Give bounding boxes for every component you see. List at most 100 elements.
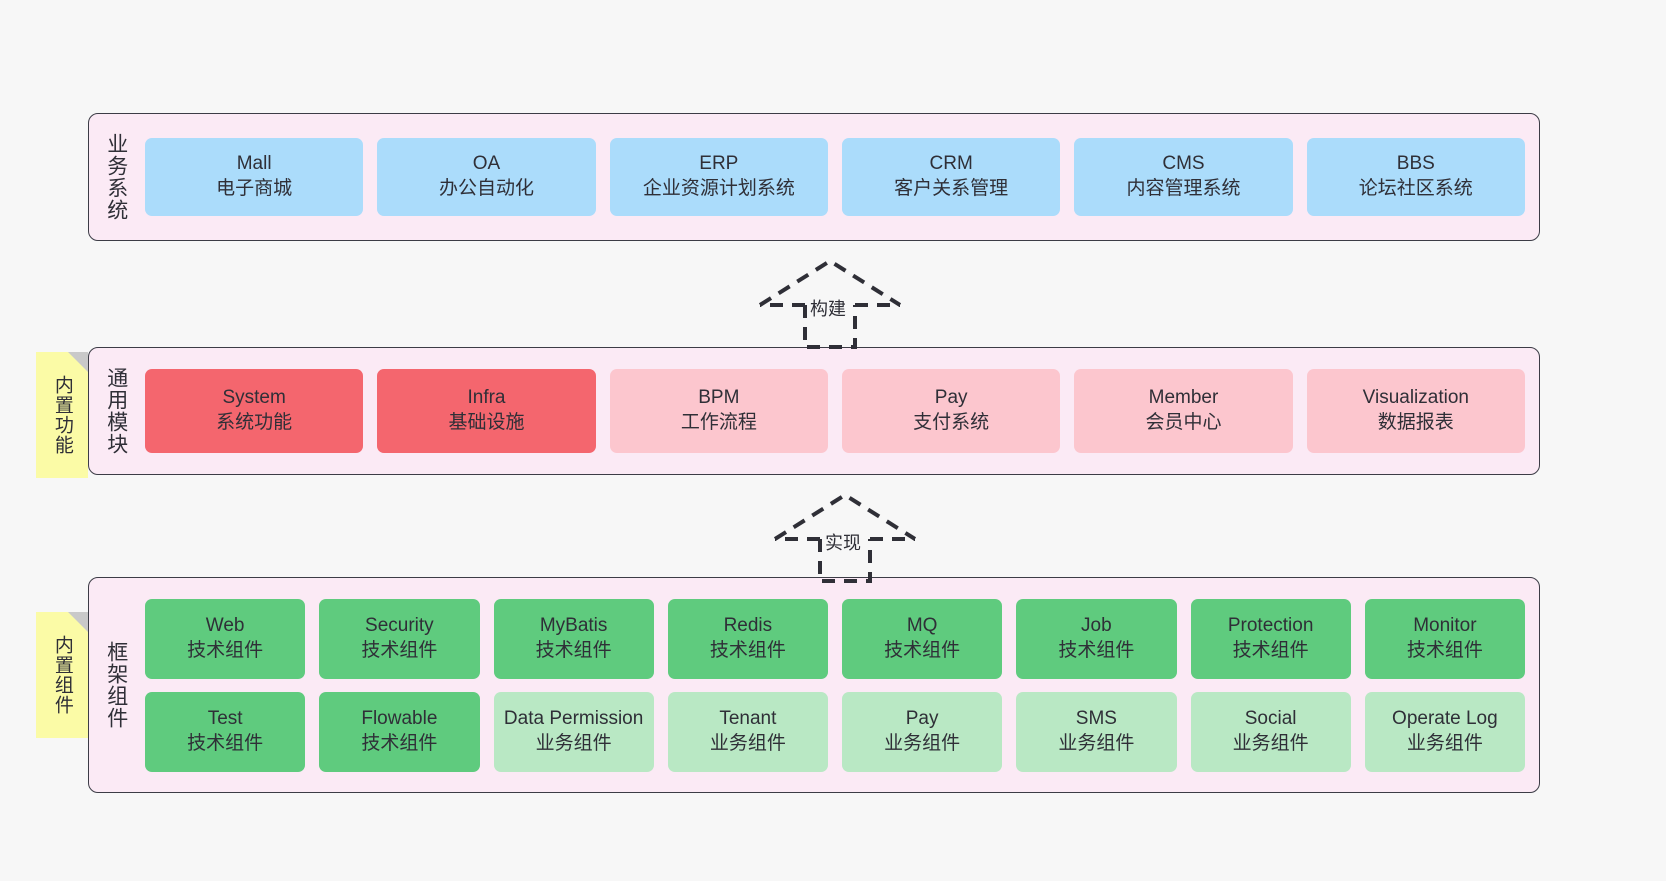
note-builtin-features-label: 内置功能 — [51, 375, 73, 455]
box-job[interactable]: Job 技术组件 — [1016, 598, 1177, 679]
box-test-sub: 技术组件 — [187, 732, 264, 754]
box-pay-component[interactable]: Pay 业务组件 — [842, 691, 1003, 772]
connector-build-label: 构建 — [810, 299, 846, 319]
note-fold-icon — [68, 352, 88, 372]
box-member[interactable]: Member 会员中心 — [1074, 369, 1293, 453]
box-monitor-name: Monitor — [1413, 614, 1477, 636]
box-job-name: Job — [1081, 614, 1112, 636]
box-mybatis-sub: 技术组件 — [535, 639, 612, 661]
box-monitor[interactable]: Monitor 技术组件 — [1364, 598, 1525, 679]
box-bbs-name: BBS — [1396, 153, 1435, 175]
connector-implement: 实现 — [765, 489, 925, 584]
box-protection[interactable]: Protection 技术组件 — [1190, 598, 1351, 679]
box-operate-log-name: Operate Log — [1392, 707, 1498, 729]
layer-framework-components: 框架组件 Web 技术组件 Security 技术组件 MyBatis 技术组件… — [88, 577, 1540, 793]
box-bbs-sub: 论坛社区系统 — [1358, 178, 1473, 199]
layer-business-systems: 业务系统 Mall 电子商城 OA 办公自动化 ERP 企业资源计划系统 CRM — [88, 113, 1540, 241]
box-system[interactable]: System 系统功能 — [145, 369, 364, 453]
box-infra[interactable]: Infra 基础设施 — [377, 369, 596, 453]
box-erp-sub: 企业资源计划系统 — [642, 178, 795, 199]
box-bpm-name: BPM — [698, 387, 740, 409]
box-data-permission[interactable]: Data Permission 业务组件 — [493, 691, 654, 772]
box-member-name: Member — [1148, 387, 1219, 409]
box-tenant-name: Tenant — [719, 707, 777, 729]
box-protection-name: Protection — [1227, 614, 1314, 636]
box-web-name: Web — [205, 614, 245, 636]
box-bpm[interactable]: BPM 工作流程 — [609, 369, 828, 453]
box-crm[interactable]: CRM 客户关系管理 — [841, 138, 1061, 216]
box-test[interactable]: Test 技术组件 — [145, 691, 306, 772]
box-operate-log[interactable]: Operate Log 业务组件 — [1364, 691, 1525, 772]
box-flowable-name: Flowable — [361, 707, 438, 729]
box-security-name: Security — [365, 614, 434, 636]
box-mall-sub: 电子商城 — [216, 178, 293, 199]
box-oa-name: OA — [472, 153, 501, 175]
box-mq[interactable]: MQ 技术组件 — [842, 598, 1003, 679]
layer-framework-components-title: 框架组件 — [104, 641, 128, 729]
framework-business-row: Test 技术组件 Flowable 技术组件 Data Permission … — [145, 691, 1525, 772]
box-mybatis-name: MyBatis — [539, 614, 608, 636]
box-sms[interactable]: SMS 业务组件 — [1016, 691, 1177, 772]
connector-implement-shape — [773, 492, 917, 583]
box-mall[interactable]: Mall 电子商城 — [145, 138, 364, 216]
box-job-sub: 技术组件 — [1058, 639, 1135, 661]
box-operate-log-sub: 业务组件 — [1406, 732, 1483, 754]
box-social[interactable]: Social 业务组件 — [1190, 691, 1351, 772]
box-system-name: System — [222, 387, 286, 409]
box-security[interactable]: Security 技术组件 — [319, 598, 480, 679]
box-flowable-sub: 技术组件 — [361, 732, 438, 754]
box-sms-name: SMS — [1075, 707, 1117, 729]
framework-tech-row: Web 技术组件 Security 技术组件 MyBatis 技术组件 Redi… — [145, 598, 1525, 679]
box-tenant[interactable]: Tenant 业务组件 — [667, 691, 828, 772]
box-monitor-sub: 技术组件 — [1406, 639, 1483, 661]
box-social-sub: 业务组件 — [1232, 732, 1309, 754]
box-pay-component-name: Pay — [905, 707, 939, 729]
box-web[interactable]: Web 技术组件 — [145, 598, 306, 679]
box-test-name: Test — [207, 707, 243, 729]
box-cms-name: CMS — [1162, 153, 1205, 175]
box-protection-sub: 技术组件 — [1232, 639, 1309, 661]
box-flowable[interactable]: Flowable 技术组件 — [319, 691, 480, 772]
box-cms[interactable]: CMS 内容管理系统 — [1074, 138, 1293, 216]
box-crm-name: CRM — [929, 153, 973, 175]
box-mq-name: MQ — [906, 614, 938, 636]
box-mybatis[interactable]: MyBatis 技术组件 — [493, 598, 654, 679]
box-crm-sub: 客户关系管理 — [894, 178, 1009, 199]
box-infra-name: Infra — [467, 387, 506, 409]
note-fold-icon — [68, 612, 88, 632]
box-pay-component-sub: 业务组件 — [884, 732, 961, 754]
box-member-sub: 会员中心 — [1145, 412, 1222, 433]
box-redis[interactable]: Redis 技术组件 — [667, 598, 828, 679]
layer-framework-components-body: Web 技术组件 Security 技术组件 MyBatis 技术组件 Redi… — [143, 578, 1539, 792]
box-redis-sub: 技术组件 — [709, 639, 786, 661]
box-visualization[interactable]: Visualization 数据报表 — [1306, 369, 1525, 453]
box-tenant-sub: 业务组件 — [709, 732, 786, 754]
box-oa-sub: 办公自动化 — [438, 178, 534, 199]
box-cms-sub: 内容管理系统 — [1126, 178, 1241, 199]
layer-business-systems-body: Mall 电子商城 OA 办公自动化 ERP 企业资源计划系统 CRM 客户关系… — [143, 114, 1539, 240]
box-system-sub: 系统功能 — [216, 412, 293, 433]
note-builtin-features: 内置功能 — [36, 352, 88, 478]
box-sms-sub: 业务组件 — [1058, 732, 1135, 754]
box-visualization-name: Visualization — [1362, 387, 1469, 409]
box-security-sub: 技术组件 — [361, 639, 438, 661]
layer-common-modules-title: 通用模块 — [104, 367, 128, 455]
box-bbs[interactable]: BBS 论坛社区系统 — [1306, 138, 1525, 216]
box-mall-name: Mall — [236, 153, 272, 175]
box-data-permission-name: Data Permission — [503, 707, 644, 729]
box-data-permission-sub: 业务组件 — [535, 732, 612, 754]
box-visualization-sub: 数据报表 — [1377, 412, 1454, 433]
box-oa[interactable]: OA 办公自动化 — [377, 138, 596, 216]
layer-business-systems-title: 业务系统 — [104, 133, 128, 221]
common-modules-row: System 系统功能 Infra 基础设施 BPM 工作流程 Pay 支付系统… — [145, 369, 1525, 453]
note-builtin-components-label: 内置组件 — [51, 635, 73, 715]
box-web-sub: 技术组件 — [187, 639, 264, 661]
box-pay-module-sub: 支付系统 — [913, 412, 990, 433]
box-erp[interactable]: ERP 企业资源计划系统 — [609, 138, 828, 216]
box-pay-module[interactable]: Pay 支付系统 — [841, 369, 1061, 453]
note-builtin-components: 内置组件 — [36, 612, 88, 738]
connector-build-shape — [758, 258, 902, 349]
connector-implement-label: 实现 — [825, 533, 861, 553]
box-bpm-sub: 工作流程 — [680, 412, 757, 433]
